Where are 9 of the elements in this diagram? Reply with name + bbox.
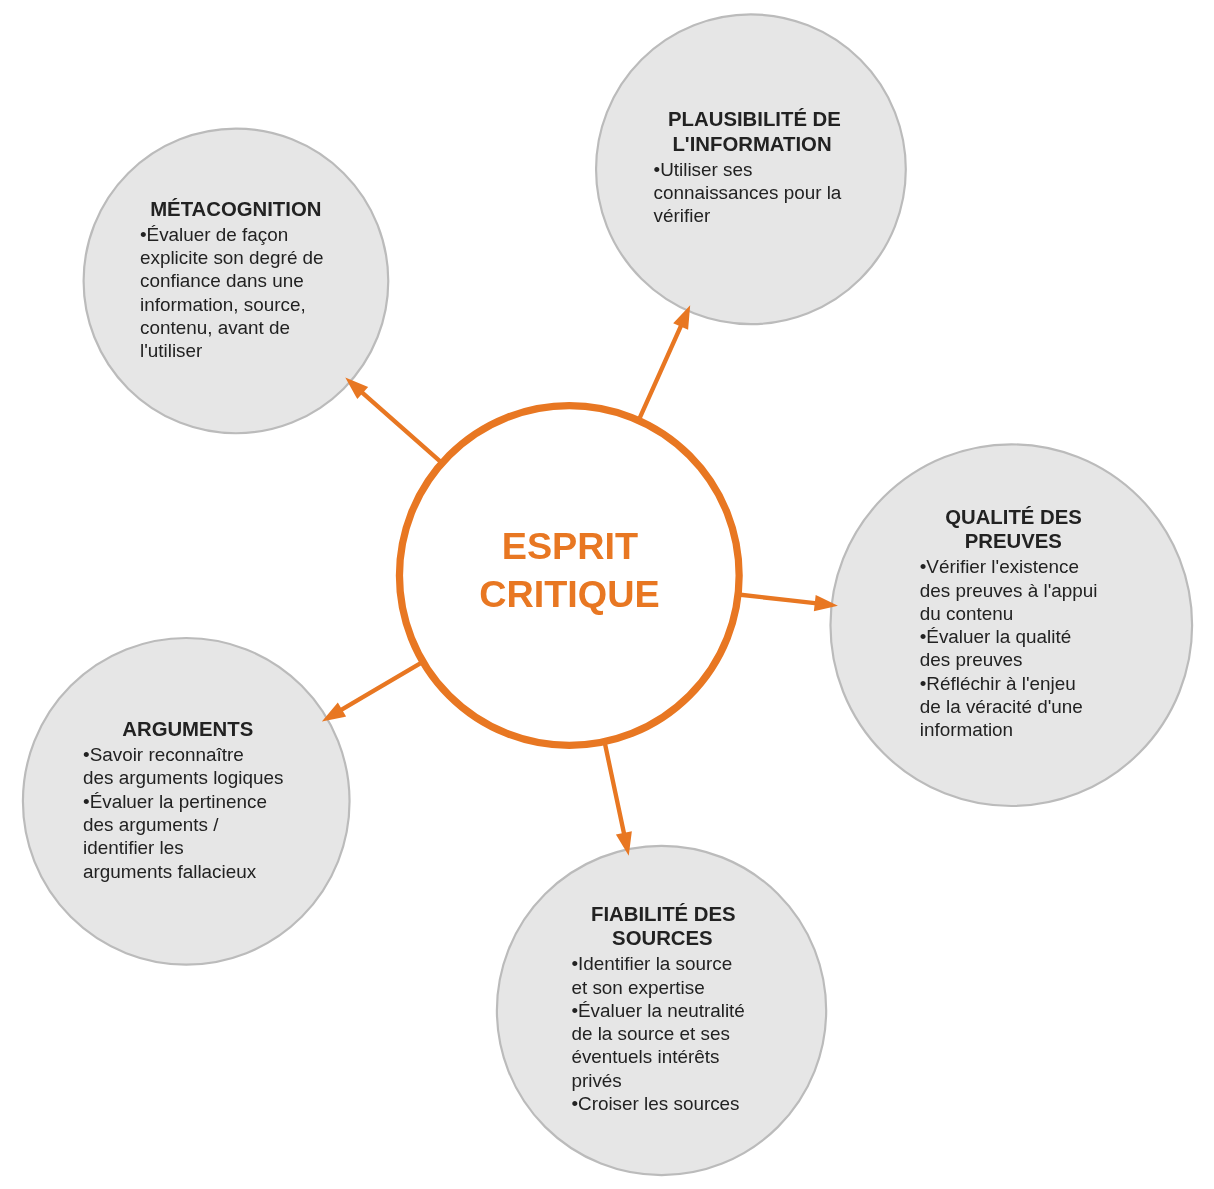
node-circle: QUALITÉ DES PREUVES •Vérifier l'existence des preuves à l'appui du contenu •Évaluer la qualité des preuves •Réfléchir à l'enjeu de la véracité d'une information <box>828 443 1193 808</box>
arrow <box>601 741 632 856</box>
node-circle: ARGUMENTS •Savoir reconnaître des arguments logiques •Évaluer la pertinence des arguments / identifier les arguments fallacieux <box>21 636 351 966</box>
node-circle: MÉTACOGNITION •Évaluer de façon explicite son degré de confiance dans une information, source, contenu, avant de l'utiliser <box>82 127 389 435</box>
arrow <box>321 660 424 722</box>
node-circle: FIABILITÉ DES SOURCES •Identifier la source et son expertise •Évaluer la neutralité de la source et ses éventuels intérêts privés •Croiser les sources <box>495 844 827 1177</box>
node-circle: ESPRIT CRITIQUE <box>395 402 743 749</box>
arrow <box>344 377 443 465</box>
node-circle: PLAUSIBILITÉ DE L'INFORMATION •Utiliser ses connaissances pour la vérifier <box>594 13 907 326</box>
